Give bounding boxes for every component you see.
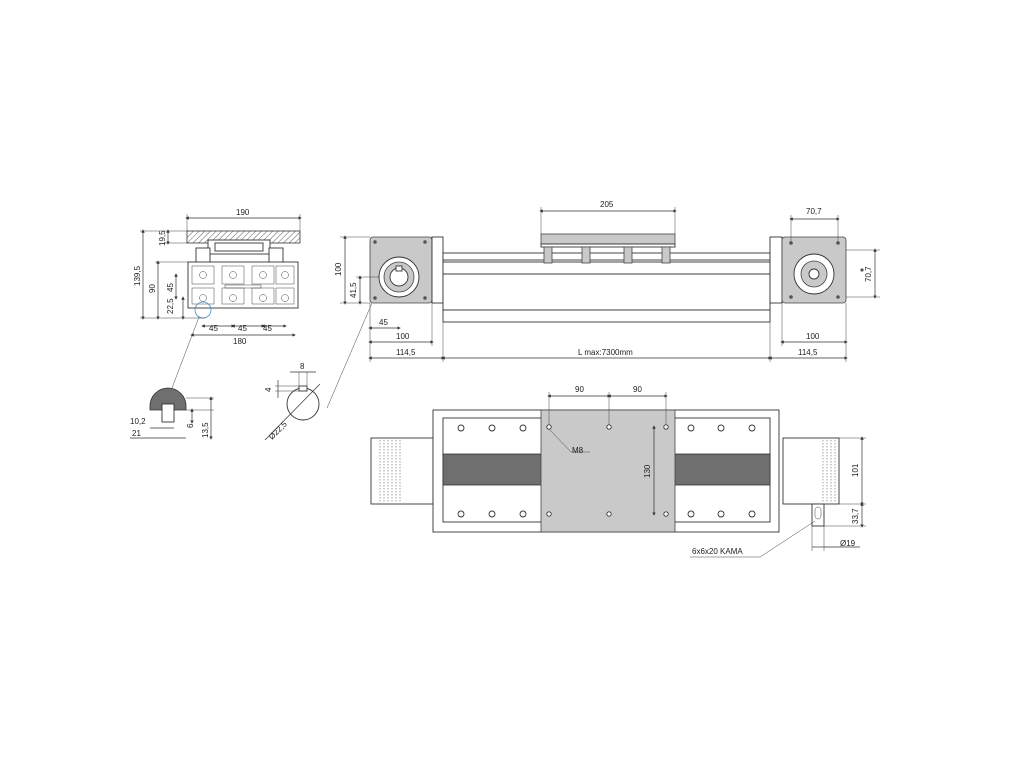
dim-left-shaft-center: 41,5 xyxy=(349,282,358,298)
dim-profile-width-top: 190 xyxy=(236,208,250,217)
rail-screws xyxy=(457,424,756,518)
dim-pitch-vertical: 45 xyxy=(166,283,175,292)
dim-right-housing-height: 101 xyxy=(851,463,860,477)
dim-pitch-h-1: 45 xyxy=(209,324,218,333)
dim-left-cap-width: 100 xyxy=(396,332,410,341)
label-key-spec: 6x6x20 KAMA xyxy=(692,547,743,556)
dim-pitch-h-3: 45 xyxy=(263,324,272,333)
dim-right-cap-width: 100 xyxy=(806,332,820,341)
dim-stroke-length: L max:7300mm xyxy=(578,348,633,357)
dim-left-cap-height: 100 xyxy=(334,262,343,276)
dim-hole-spacing-2: 90 xyxy=(633,385,642,394)
dim-slot-inner: 10,2 xyxy=(130,417,146,426)
dim-shaft-diameter: Ø19 xyxy=(840,539,856,548)
profile-slot-pattern xyxy=(191,265,295,305)
dim-hole-spacing-1: 90 xyxy=(575,385,584,394)
profile-section-view: 190 139,5 19,5 90 45 22,5 45 45 45 180 xyxy=(133,208,302,389)
dim-key-width: 8 xyxy=(300,362,305,371)
dim-key-depth: 4 xyxy=(264,387,273,392)
dim-right-cap-height: 70,7 xyxy=(864,266,873,282)
dim-left-shaft-offset: 45 xyxy=(379,318,388,327)
dim-shaft-diameter-detail: Ø22,5 xyxy=(267,419,289,441)
dim-hole-spacing-v: 130 xyxy=(643,464,652,478)
dim-carriage-length: 205 xyxy=(600,200,614,209)
dim-slot-height: 13,5 xyxy=(201,422,210,438)
dim-offset-vertical: 22,5 xyxy=(166,298,175,314)
right-housing xyxy=(782,437,840,527)
left-end-cap xyxy=(369,236,444,304)
top-carriage-plate xyxy=(540,409,676,533)
dim-profile-height: 90 xyxy=(148,284,157,293)
front-view: 205 100 41,5 45 100 114,5 L max:7300mm 7… xyxy=(334,200,880,362)
dim-profile-width-bottom: 180 xyxy=(233,337,247,346)
right-end-cap xyxy=(769,236,864,304)
dim-shaft-offset: 33,7 xyxy=(851,508,860,524)
keyway-detail-view: 8 4 Ø22,5 xyxy=(264,302,373,441)
dim-right-cap-width-top: 70,7 xyxy=(806,207,822,216)
slot-detail-view: 10,2 21 6 13,5 xyxy=(130,387,214,440)
dim-slot-outer: 21 xyxy=(132,429,141,438)
dim-profile-height-total: 139,5 xyxy=(133,265,142,286)
left-housing xyxy=(370,437,434,505)
dim-carriage-height: 19,5 xyxy=(158,230,167,246)
dim-slot-depth: 6 xyxy=(186,423,195,428)
label-thread: M8 xyxy=(572,446,584,455)
dim-left-total: 114,5 xyxy=(396,348,416,357)
dim-right-total: 114,5 xyxy=(798,348,818,357)
dim-pitch-h-2: 45 xyxy=(238,324,247,333)
top-view: 90 90 M8 130 101 33,7 Ø19 6x6x20 KAMA xyxy=(370,385,866,558)
front-carriage xyxy=(540,233,676,264)
